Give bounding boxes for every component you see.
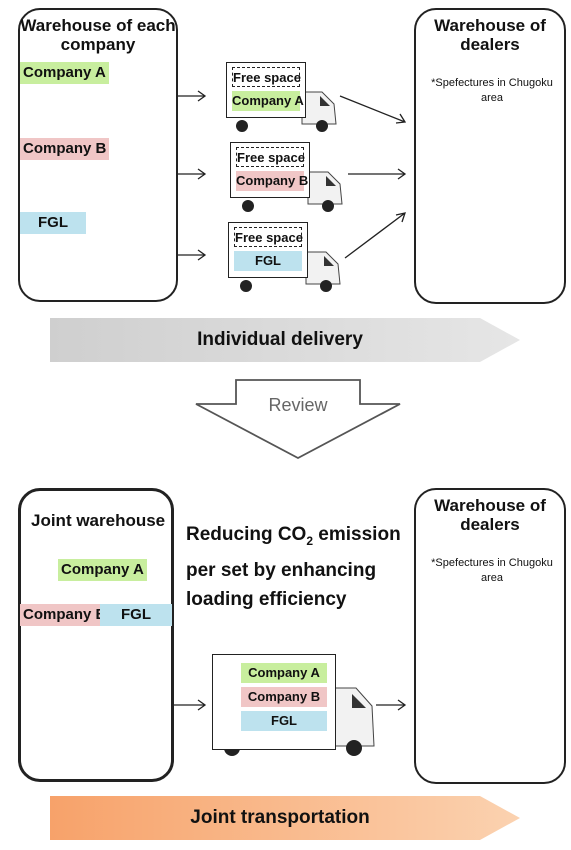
truck-1-company-a: Company A <box>232 91 304 111</box>
review-label: Review <box>268 395 328 415</box>
joint-cargo-fgl: FGL <box>241 711 327 731</box>
joint-truck-cargo: Company A Company B FGL <box>212 654 336 750</box>
truck-2-cargo: Free space Company B <box>230 142 310 198</box>
joint-warehouse-title: Joint warehouse <box>31 511 166 530</box>
company-b-tag: Company B <box>20 138 110 160</box>
truck-3-free-space: Free space <box>234 227 303 247</box>
individual-delivery-arrow <box>50 318 520 362</box>
truck-3-cargo: Free space FGL <box>228 222 308 278</box>
joint-cargo-company-a: Company A <box>241 663 327 683</box>
truck-1-cargo: Free space Company A <box>226 62 306 118</box>
fgl-tag: FGL <box>20 212 86 234</box>
joint-warehouse-panel: Joint warehouse <box>18 488 174 782</box>
desc-subscript: 2 <box>306 533 314 548</box>
joint-transportation-label: Joint transportation <box>190 807 370 828</box>
truck-2-company-b: Company B <box>236 171 308 191</box>
joint-cargo-company-b: Company B <box>241 687 327 707</box>
individual-delivery-label: Individual delivery <box>197 329 363 350</box>
joint-transportation-arrow <box>50 796 520 840</box>
desc-line-2: per set by enhancing <box>186 559 377 581</box>
company-warehouses-title: Warehouse of each company <box>20 16 176 54</box>
dealer-warehouse-panel-top: Warehouse of dealers *Spefectures in Chu… <box>414 8 566 304</box>
desc-line-1: Reducing CO2 emission <box>186 520 416 556</box>
joint-company-a-tag: Company A <box>58 559 147 581</box>
desc-line-1a: Reducing CO <box>186 524 307 545</box>
truck-1-free-space: Free space <box>232 67 301 87</box>
joint-company-b-tag: Company B <box>20 604 110 626</box>
desc-line-1b: emission <box>313 524 401 545</box>
dealer-warehouse-title-top: Warehouse of dealers <box>434 16 546 54</box>
company-a-tag: Company A <box>20 62 109 84</box>
dealer-note-bottom: *Spefectures in Chugoku area <box>431 557 553 584</box>
review-down-arrow <box>195 379 401 460</box>
truck-3-fgl: FGL <box>234 251 302 271</box>
truck-cab-3 <box>240 251 341 292</box>
joint-fgl-tag: FGL <box>100 604 172 626</box>
dealer-warehouse-panel-bottom: Warehouse of dealers *Spefectures in Chu… <box>414 488 566 784</box>
dealer-warehouse-title-bottom: Warehouse of dealers <box>434 496 546 534</box>
truck-cab-2 <box>242 171 343 212</box>
truck-cab-1 <box>236 91 337 132</box>
dealer-note-top: *Spefectures in Chugoku area <box>431 77 553 104</box>
desc-line-3: loading efficiency <box>186 588 347 610</box>
co2-description: Reducing CO2 emission per set by enhanci… <box>186 520 416 614</box>
truck-2-free-space: Free space <box>236 147 305 167</box>
